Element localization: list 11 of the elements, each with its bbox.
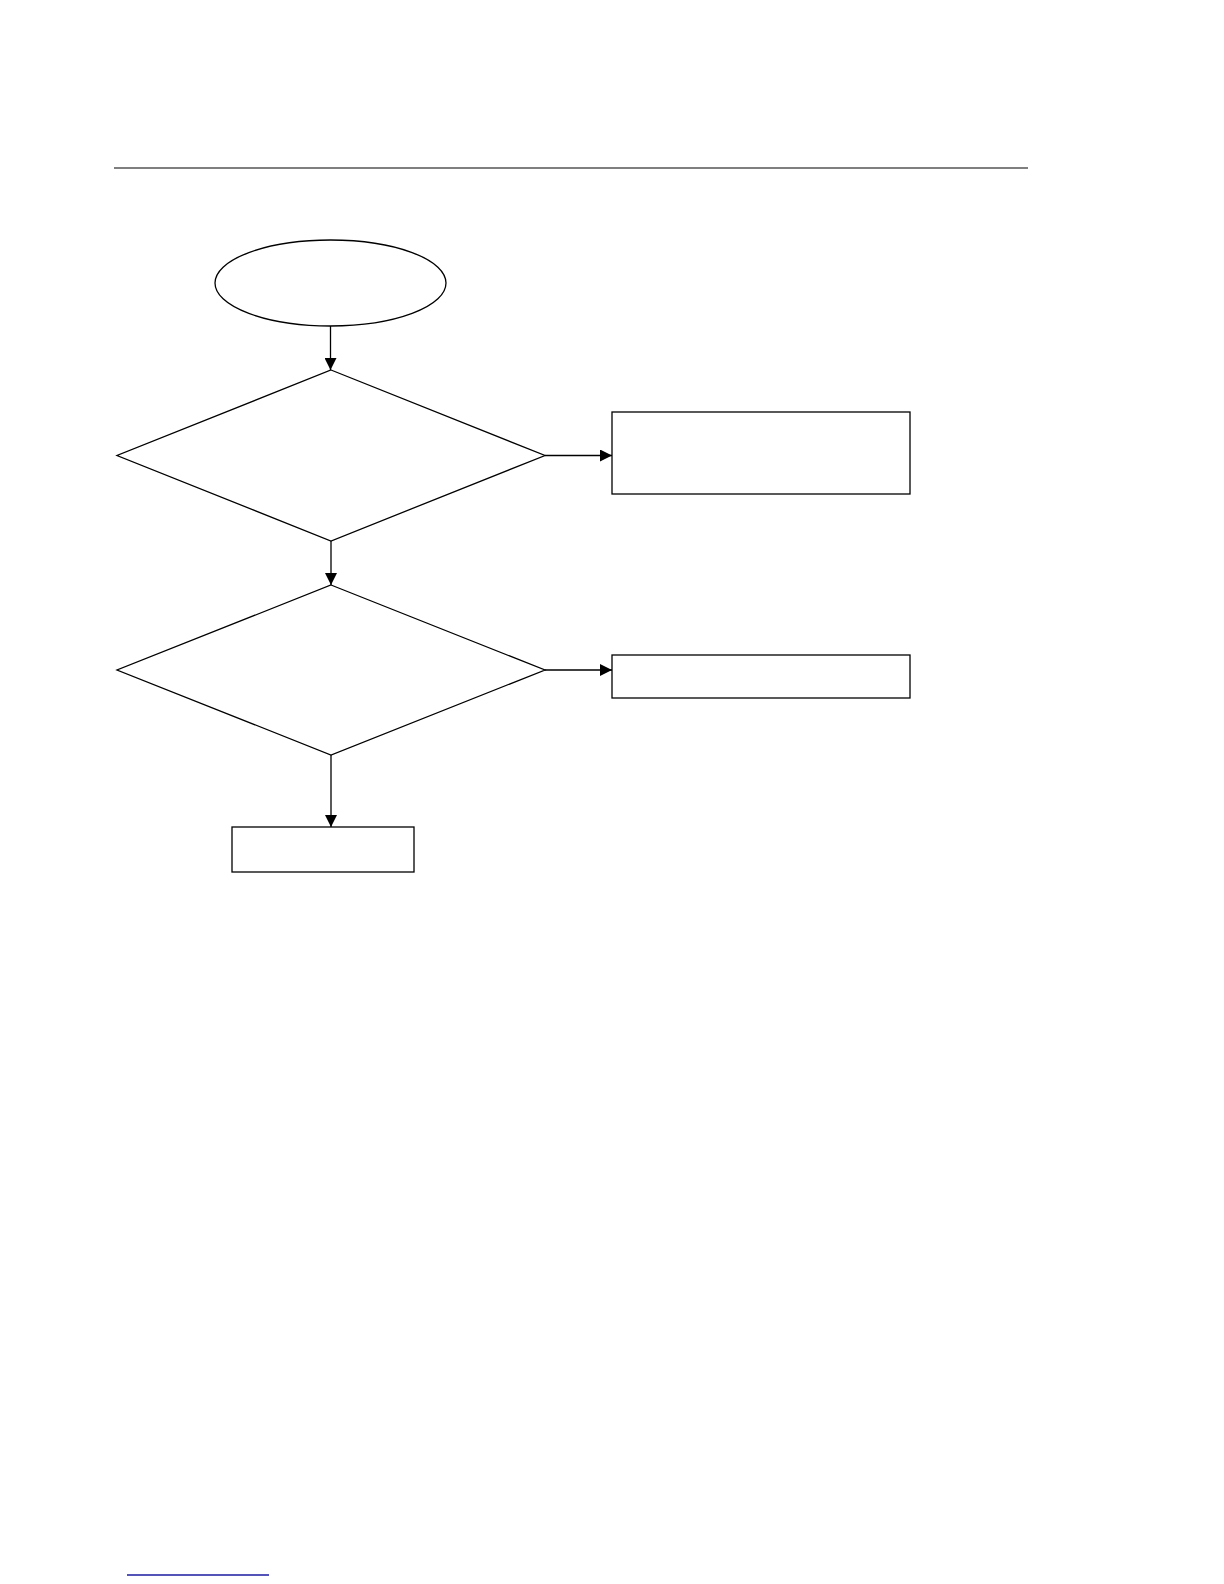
decision-diamond	[117, 370, 545, 541]
arrow	[544, 664, 613, 676]
arrow	[324, 325, 337, 371]
arrow	[325, 754, 337, 828]
process-box	[612, 655, 910, 698]
decision-diamond	[117, 585, 545, 755]
arrow	[325, 540, 337, 586]
start-ellipse	[215, 240, 446, 326]
process-box	[612, 412, 910, 494]
arrow	[544, 449, 613, 462]
process-box	[232, 827, 414, 872]
